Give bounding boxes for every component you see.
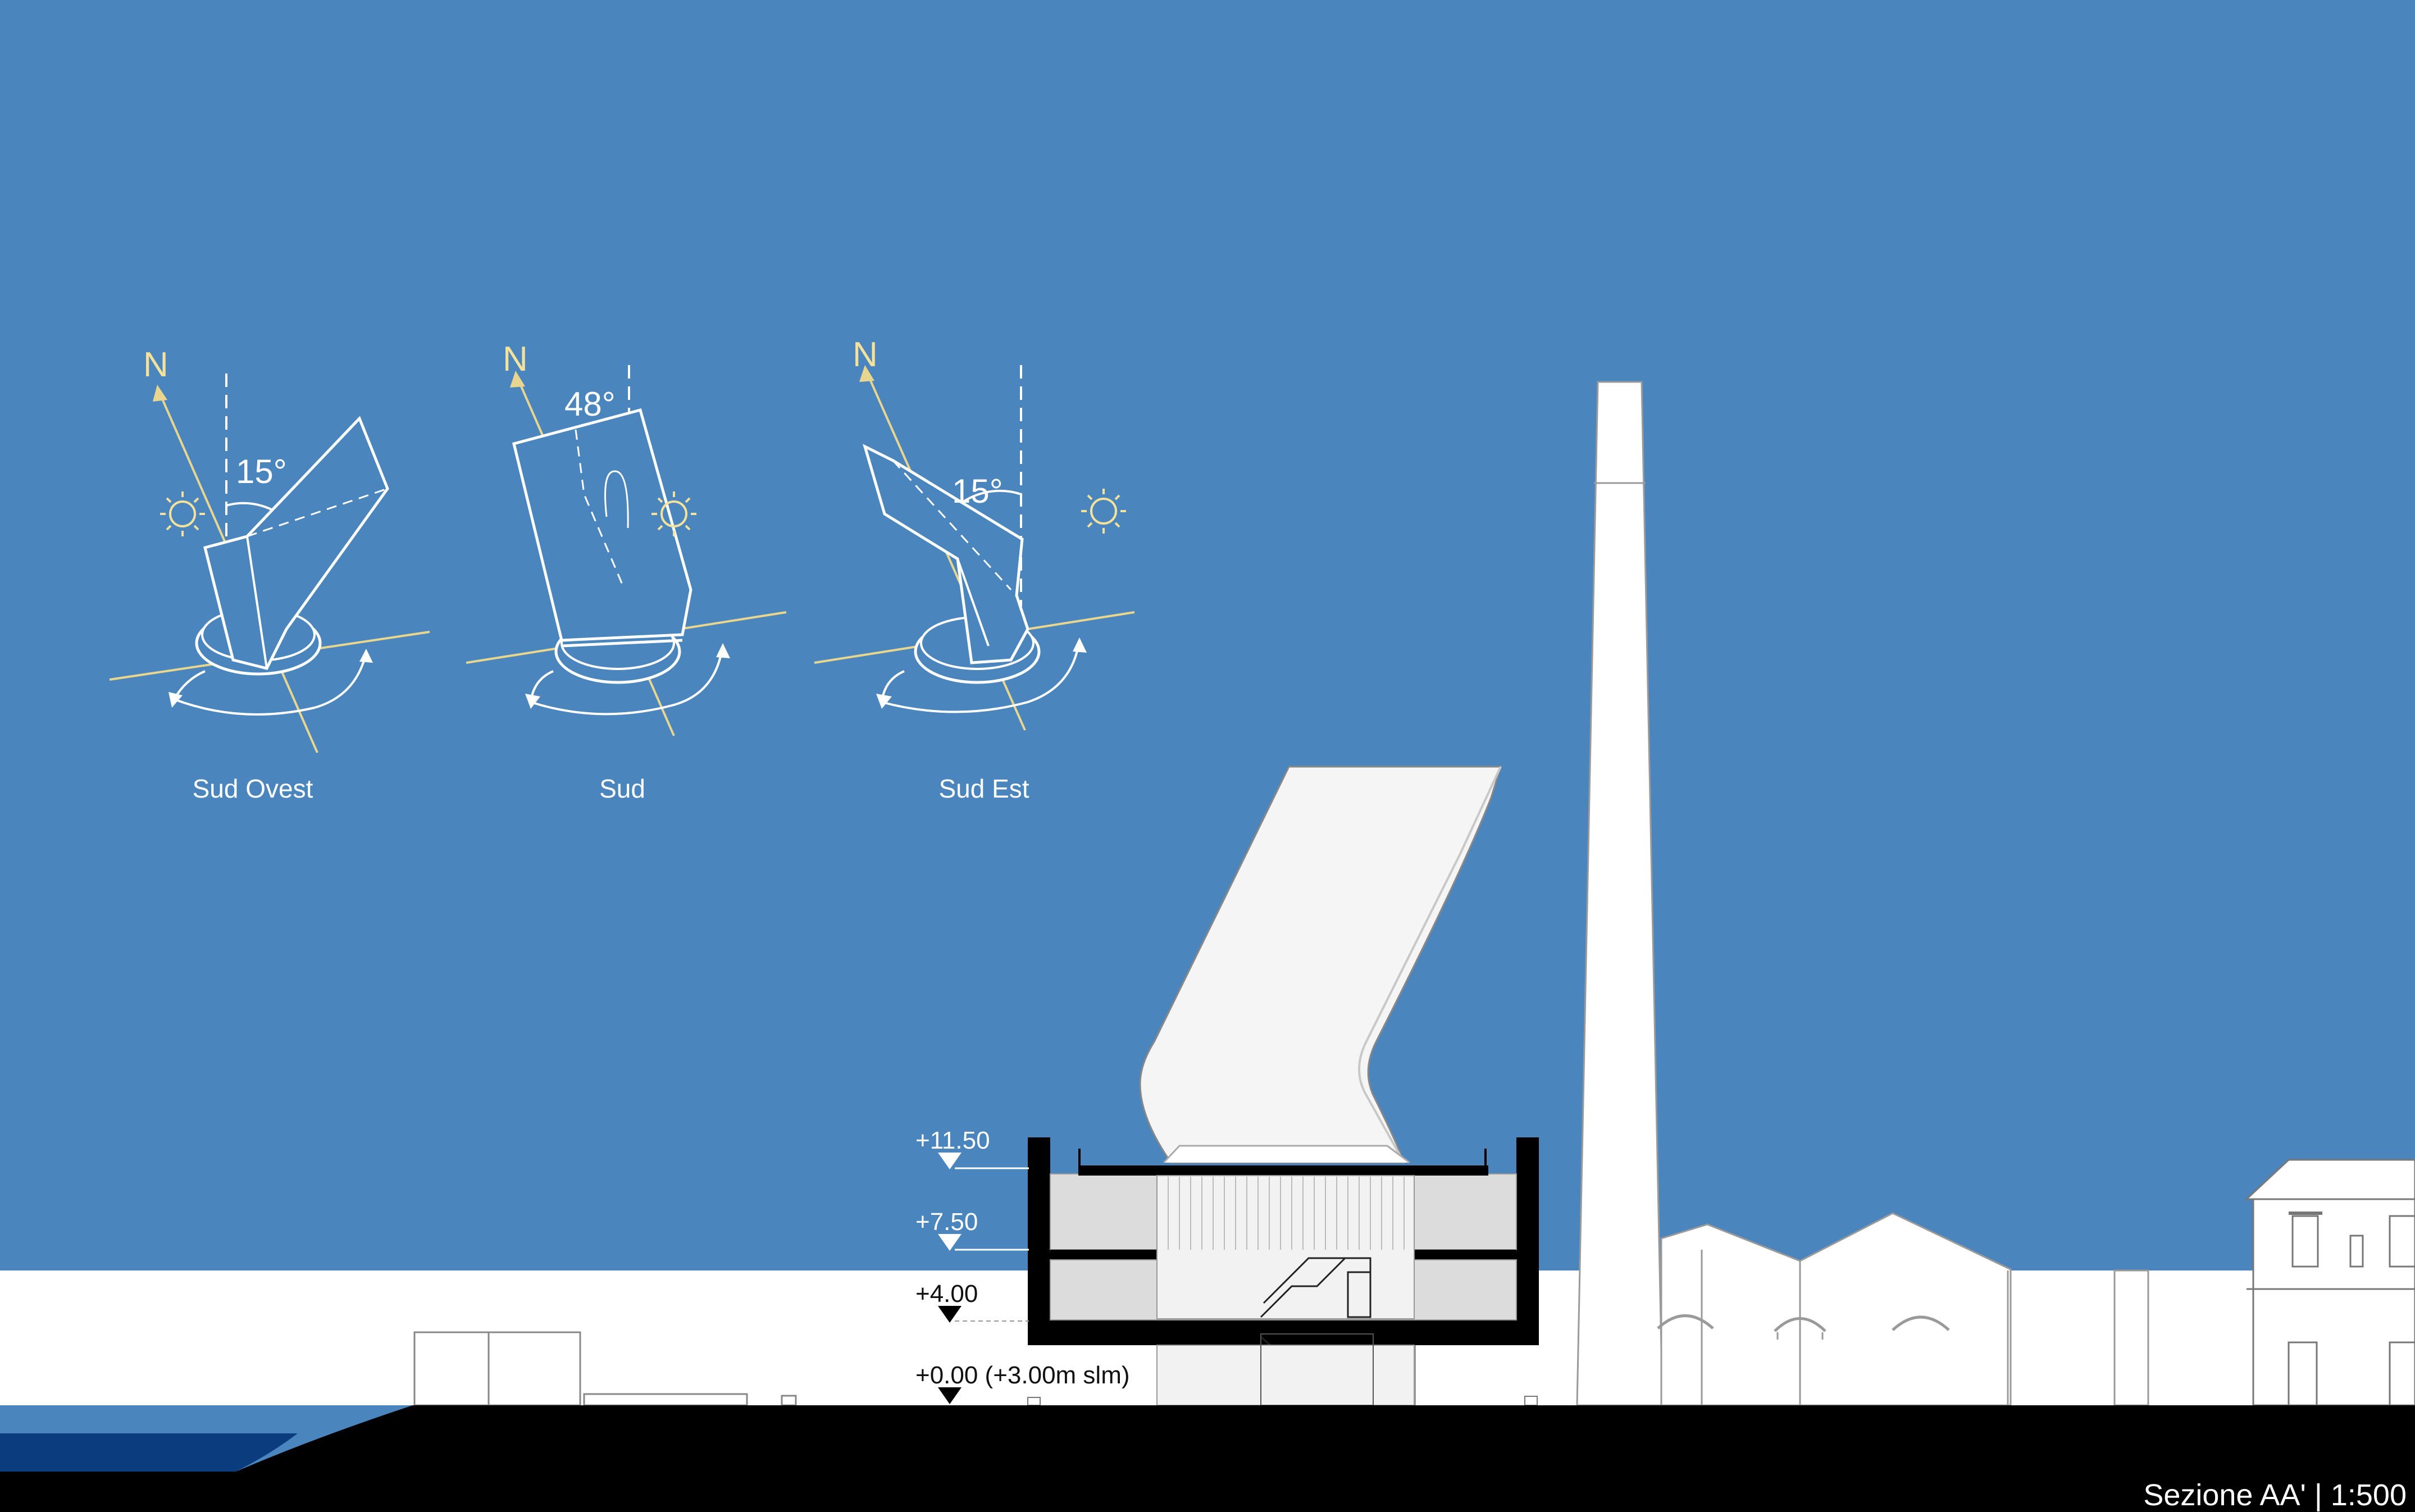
industrial-sheds (1657, 1212, 2012, 1406)
level-label-0-00: +0.00 (+3.00m slm) (915, 1361, 1130, 1389)
level-label-7-50: +7.50 (915, 1208, 978, 1236)
north-label: N (143, 345, 168, 384)
angle-label: 15° (952, 472, 1003, 510)
building-right (2244, 1159, 2415, 1406)
sun-icon (1081, 489, 1126, 534)
level-markers: +11.50 +7.50 +4.00 +0.00 (+3.00m slm) (915, 1127, 1130, 1404)
ground (0, 1405, 2415, 1512)
diagram-label: Sud Est (938, 774, 1029, 803)
sun-icon (651, 491, 696, 536)
north-label: N (503, 340, 528, 379)
sea (0, 1433, 298, 1472)
diagram-label: Sud (599, 774, 645, 803)
level-label-4-00: +4.00 (915, 1280, 978, 1308)
tower-sail (1139, 766, 1502, 1164)
main-building-section (1028, 1137, 1539, 1406)
north-arrow-icon (153, 385, 167, 402)
level-label-11-50: +11.50 (915, 1127, 990, 1154)
section-title: Sezione AA' | 1:500 (2143, 1478, 2407, 1512)
north-arrow-icon (510, 371, 525, 388)
building-left (413, 1331, 797, 1406)
north-label: N (853, 335, 878, 374)
angle-label: 48° (564, 385, 616, 423)
angle-label: 15° (236, 453, 287, 490)
rotation-diagram-sud: N 48° Sud (466, 340, 787, 803)
diagram-label: Sud Ovest (193, 774, 313, 803)
north-arrow-icon (859, 365, 874, 382)
rotation-diagram-sud-ovest: N 15° Sud Ovest (109, 345, 430, 803)
gate-pillar (2113, 1269, 2149, 1406)
sun-icon (160, 491, 205, 536)
rotation-diagram-sud-est: N 15° Sud Est (814, 335, 1135, 803)
